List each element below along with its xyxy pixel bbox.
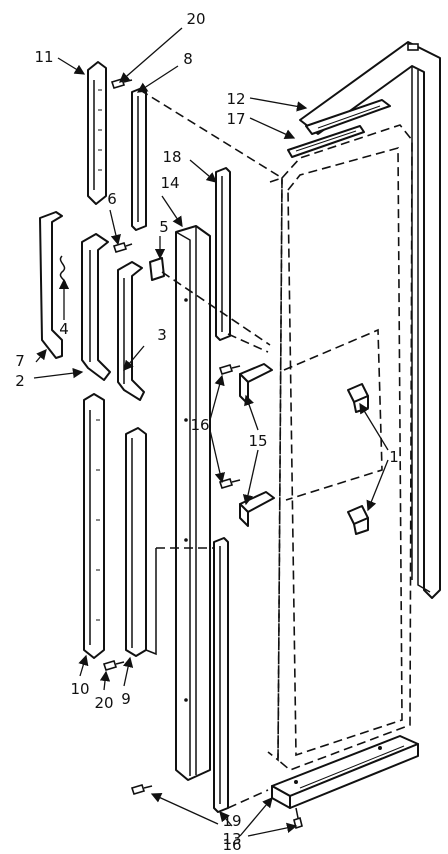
callout-9: 9 [121, 690, 131, 708]
wire-clip-4 [59, 255, 67, 289]
top-trim-17 [287, 125, 365, 158]
leader-lines [33, 27, 389, 837]
callout-6: 6 [107, 190, 117, 208]
callout-labels: 20 11 8 12 17 18 14 6 5 3 4 7 2 16 15 1 … [15, 10, 399, 854]
door-frame-bracket [299, 41, 441, 599]
callout-1: 1 [389, 448, 399, 466]
hinge-clip-1-upper [347, 383, 369, 413]
callout-16-bottom: 16 [222, 836, 241, 854]
callout-17: 17 [226, 110, 245, 128]
door-panel [267, 124, 413, 771]
callout-11: 11 [34, 48, 53, 66]
main-strip-14 [175, 225, 211, 781]
screw-16-upper-icon [218, 364, 241, 375]
bracket-2 [81, 233, 111, 381]
callout-15: 15 [248, 432, 267, 450]
callout-20-bottom: 20 [94, 694, 113, 712]
callout-18: 18 [162, 148, 181, 166]
callout-14: 14 [160, 174, 179, 192]
callout-7: 7 [15, 352, 25, 370]
screw-16-bottom-right-icon [293, 807, 303, 830]
top-trim-12 [305, 99, 391, 135]
callout-10: 10 [70, 680, 89, 698]
bracket-3 [117, 261, 145, 401]
hinge-clip-1-lower [347, 505, 369, 535]
callout-8: 8 [183, 50, 193, 68]
screw-16-lower-icon [218, 478, 241, 489]
frame-fastener-icon [407, 43, 419, 51]
trim-strip-18 [215, 167, 231, 341]
alignment-lines [139, 89, 283, 809]
callout-4: 4 [59, 320, 69, 338]
hinge-bracket-15-upper [239, 363, 273, 405]
callout-2: 2 [15, 372, 25, 390]
callout-3: 3 [157, 326, 167, 344]
hinge-bracket-15-lower [239, 491, 275, 527]
screw-16-bottom-left-icon [130, 784, 153, 795]
trim-channel-9 [125, 427, 157, 657]
trim-strip-19 [213, 537, 229, 813]
screw-20-bottom-icon [102, 660, 125, 671]
callout-19: 19 [222, 812, 241, 830]
handle-end-cap-11 [87, 61, 107, 205]
bracket-7 [39, 211, 63, 359]
callout-5: 5 [159, 218, 169, 236]
callout-12: 12 [226, 90, 245, 108]
callout-13: 13 [222, 830, 241, 848]
callout-16-mid: 16 [190, 416, 209, 434]
bottom-channel-13 [271, 735, 419, 809]
handle-end-cap-10 [83, 393, 105, 659]
callout-20-top: 20 [186, 10, 205, 28]
trim-channel-8 [131, 87, 147, 231]
clip-5-icon [149, 257, 165, 281]
screw-6-icon [112, 242, 133, 253]
